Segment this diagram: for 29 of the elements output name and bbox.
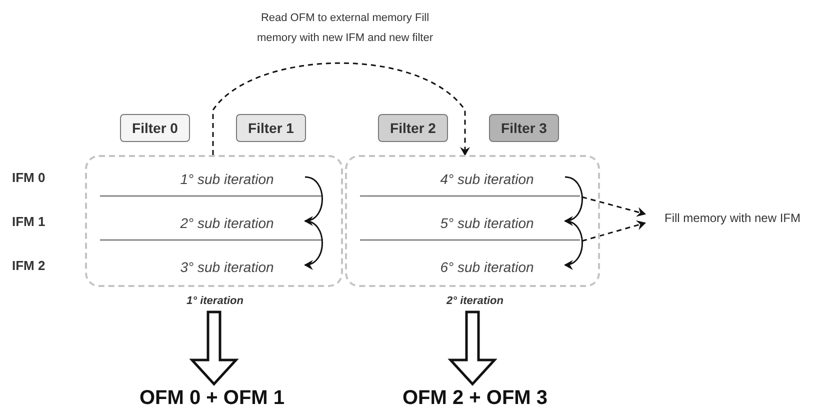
row-label: IFM 1: [12, 214, 46, 229]
sub-iteration-label: 6° sub iteration: [407, 255, 567, 279]
curved-arrow: [304, 220, 323, 269]
dashed-arrow: [212, 62, 470, 156]
iteration-frame: [345, 155, 600, 287]
sub-iteration-label: 5° sub iteration: [407, 211, 567, 235]
curved-arrow: [564, 176, 583, 225]
sub-iteration-label: 1° sub iteration: [147, 167, 307, 191]
row-label: IFM 2: [12, 258, 46, 273]
dashed-arrow: [582, 196, 646, 217]
filter-box: Filter 1: [236, 114, 306, 142]
note-text: Fill memory with new IFM: [645, 208, 820, 228]
block-arrow: [448, 310, 498, 386]
block-arrow: [189, 310, 239, 386]
iteration-caption: 1° iteration: [186, 295, 244, 307]
curved-arrow: [564, 220, 583, 269]
output-label: OFM 0 + OFM 1: [112, 384, 312, 412]
output-label: OFM 2 + OFM 3: [375, 384, 575, 412]
iteration-frame: [85, 155, 343, 287]
iteration-caption: 2° iteration: [445, 295, 504, 307]
row-label: IFM 0: [12, 170, 46, 185]
curved-arrow: [304, 176, 323, 225]
filter-box: Filter 0: [120, 114, 190, 142]
sub-iteration-label: 4° sub iteration: [407, 167, 567, 191]
filter-box: Filter 3: [489, 114, 559, 142]
dashed-arrow: [582, 220, 646, 242]
filter-box: Filter 2: [378, 114, 448, 142]
sub-iteration-label: 3° sub iteration: [147, 255, 307, 279]
sub-iteration-label: 2° sub iteration: [147, 211, 307, 235]
